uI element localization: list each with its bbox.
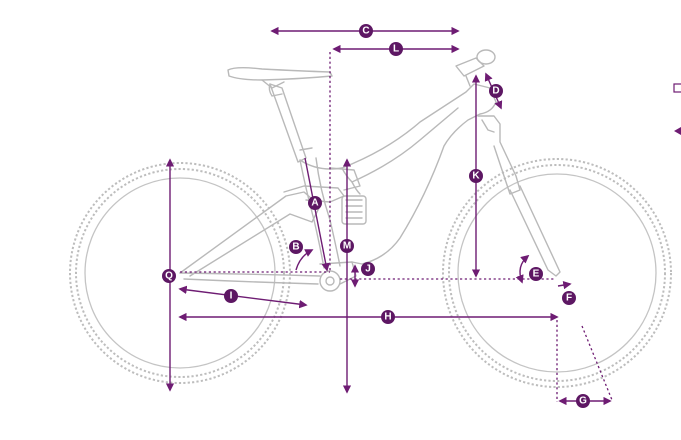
badge-b-label: B	[292, 242, 299, 253]
badge-q: Q	[162, 269, 176, 283]
dim-line-e	[515, 254, 530, 284]
dim-line-f	[557, 280, 572, 290]
rear-wheel	[69, 162, 291, 384]
badge-e-label: E	[533, 269, 540, 280]
badge-c-label: C	[362, 26, 369, 37]
saddle	[227, 67, 333, 81]
badge-d: D	[489, 84, 503, 98]
badge-f: F	[562, 291, 576, 305]
badge-i-label: I	[230, 291, 233, 302]
badge-k: K	[469, 169, 483, 183]
badge-l: L	[389, 42, 403, 56]
badge-h: H	[381, 310, 395, 324]
badge-b: B	[289, 240, 303, 254]
badge-m-label: M	[343, 241, 351, 252]
seatpost	[269, 83, 307, 163]
front-wheel	[442, 158, 672, 388]
badge-i: I	[224, 289, 238, 303]
badge-k-label: K	[472, 171, 480, 182]
badge-a-label: A	[311, 198, 318, 209]
badge-m: M	[340, 239, 354, 253]
cropped-arrow-fragment	[674, 127, 681, 135]
badge-j: J	[361, 262, 375, 276]
dim-line-a	[304, 157, 330, 272]
dim-line-i	[178, 285, 308, 309]
badge-q-label: Q	[165, 271, 173, 282]
badge-c: C	[359, 24, 373, 38]
badge-e: E	[529, 267, 543, 281]
cockpit	[455, 49, 496, 87]
trail-dashed-steer	[581, 325, 613, 401]
badge-h-label: H	[384, 312, 391, 323]
dimension-lines	[165, 26, 613, 406]
badge-g: G	[576, 394, 590, 408]
badge-l-label: L	[393, 44, 399, 55]
bike-illustration	[69, 49, 672, 388]
fork	[477, 115, 561, 277]
badge-j-label: J	[365, 264, 371, 275]
cropped-box-fragment	[673, 83, 681, 93]
badge-a: A	[308, 196, 322, 210]
badge-g-label: G	[579, 396, 587, 407]
badge-f-label: F	[566, 293, 572, 304]
frame	[179, 83, 497, 292]
dim-line-b	[295, 249, 314, 271]
badge-d-label: D	[492, 86, 499, 97]
